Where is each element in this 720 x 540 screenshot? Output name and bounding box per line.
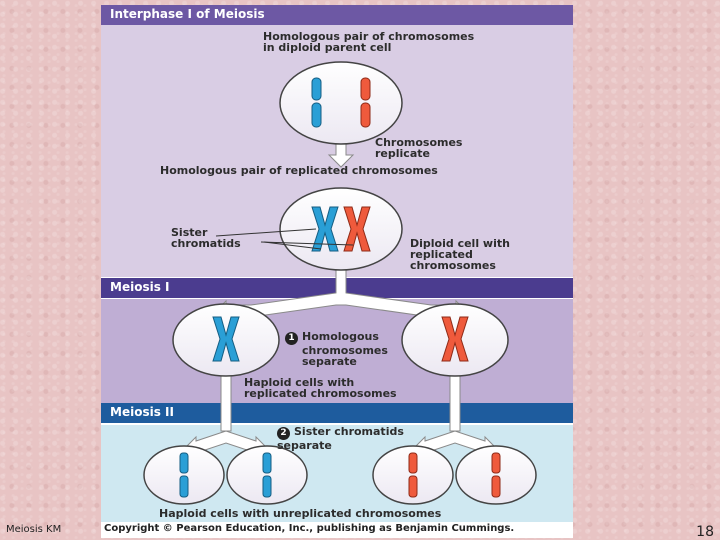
step-1-badge: 1: [285, 332, 298, 345]
leader-lines: [215, 228, 354, 250]
meiosis-figure: Interphase I of Meiosis Meiosis I Meiosi…: [101, 5, 573, 538]
label-sister-chromatids: Sister chromatids: [171, 226, 241, 250]
step-2-badge: 2: [277, 427, 290, 440]
interphase-header: Interphase I of Meiosis: [101, 5, 573, 25]
daughter-cell-3: [372, 445, 454, 505]
daughter-cell-2: [226, 445, 308, 505]
chromosomes: [179, 77, 501, 498]
label-homologous-pair: Homologous pair of chromosomes in diploi…: [263, 30, 475, 54]
copyright-bar: Copyright © Pearson Education, Inc., pub…: [101, 522, 573, 538]
parent-cell: [279, 61, 403, 145]
cells: [143, 61, 537, 505]
diagram-art: [143, 61, 537, 505]
replicated-cell: [279, 187, 403, 271]
daughter-cell-4: [455, 445, 537, 505]
label-chromosomes-replicate: Chromosomes replicate: [375, 136, 463, 160]
slide-page-number: 18: [696, 524, 714, 540]
label-haploid-replicated: Haploid cells with replicated chromosome…: [244, 376, 397, 400]
slide-footer-title: Meiosis KM: [6, 524, 62, 535]
label-replicated-pair: Homologous pair of replicated chromosome…: [160, 164, 438, 177]
label-diploid-cell: Diploid cell with replicated chromosomes: [410, 237, 510, 272]
daughter-cell-1: [143, 445, 225, 505]
label-haploid-unreplicated: Haploid cells with unreplicated chromoso…: [159, 507, 442, 520]
